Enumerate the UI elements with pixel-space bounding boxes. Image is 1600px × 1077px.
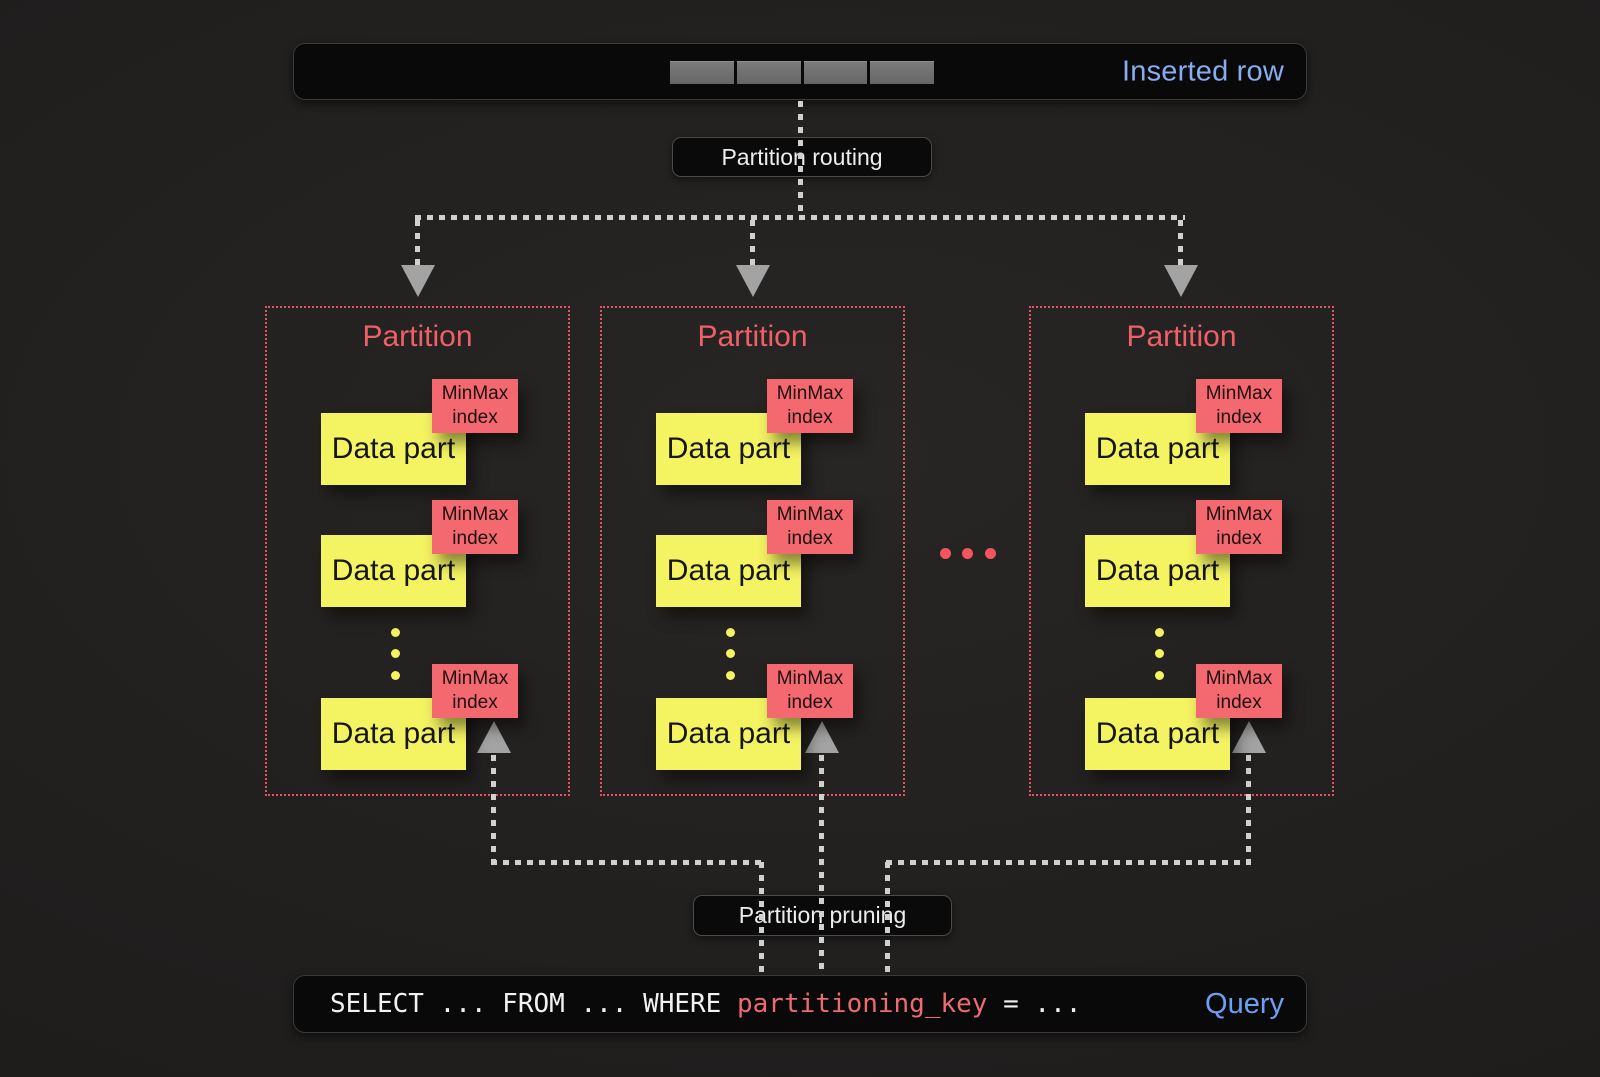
minmax-index-badge: MinMax index [767,379,853,433]
minmax-line1: MinMax [776,668,844,690]
minmax-line2: index [1216,692,1262,713]
partition-box-1: Partition Data part MinMax index Data pa… [265,306,570,796]
sql-select-clause: SELECT ... FROM ... WHERE [330,989,737,1019]
minmax-line2: index [787,528,833,549]
minmax-line1: MinMax [441,504,509,526]
dotted-connector [415,220,420,267]
minmax-index-badge: MinMax index [1196,379,1282,433]
partitions-ellipsis-dot [985,548,996,559]
minmax-line2: index [452,407,498,428]
arrow-up-icon [1232,721,1266,753]
inserted-row-bar: Inserted row [293,43,1307,100]
minmax-line2: index [1216,407,1262,428]
arrow-down-icon [401,265,435,297]
partitions-ellipsis-dot [940,548,951,559]
row-segment [803,61,868,84]
dotted-connector [885,862,890,975]
inserted-row-cells [670,61,934,84]
dotted-connector [491,860,764,865]
data-part-box: Data part [1085,535,1230,607]
row-segment [670,61,734,84]
vertical-ellipsis-dot [391,628,400,637]
arrow-down-icon [1164,265,1198,297]
partition-box-3: Partition Data part MinMax index Data pa… [1029,306,1334,796]
minmax-index-badge: MinMax index [767,500,853,554]
minmax-line1: MinMax [1205,668,1273,690]
arrow-up-icon [805,721,839,753]
query-label: Query [1205,987,1284,1020]
minmax-index-badge: MinMax index [432,500,518,554]
partitions-ellipsis-dot [962,548,973,559]
dotted-connector [1178,220,1183,267]
minmax-line2: index [787,692,833,713]
minmax-line1: MinMax [776,383,844,405]
dotted-connector [798,101,803,216]
sql-tail: = ... [987,989,1082,1019]
row-segment [736,61,801,84]
minmax-line2: index [1216,528,1262,549]
vertical-ellipsis-dot [391,649,400,658]
data-part-box: Data part [1085,413,1230,485]
dotted-connector [415,215,1185,220]
minmax-line2: index [452,528,498,549]
row-segment [870,61,934,84]
dotted-connector [759,862,764,975]
minmax-line1: MinMax [441,383,509,405]
dotted-connector [886,860,1251,865]
minmax-index-badge: MinMax index [432,379,518,433]
vertical-ellipsis-dot [1155,628,1164,637]
query-bar: SELECT ... FROM ... WHERE partitioning_k… [293,975,1307,1033]
arrow-up-icon [477,721,511,753]
minmax-index-badge: MinMax index [432,664,518,718]
vertical-ellipsis-dot [1155,671,1164,680]
dotted-connector [491,755,496,864]
vertical-ellipsis-dot [726,649,735,658]
sql-text: SELECT ... FROM ... WHERE partitioning_k… [330,989,1081,1019]
minmax-line1: MinMax [776,504,844,526]
dotted-connector [819,755,824,975]
minmax-line1: MinMax [1205,383,1273,405]
dotted-connector [1246,755,1251,864]
vertical-ellipsis-dot [1155,649,1164,658]
partition-title: Partition [697,320,808,353]
minmax-line1: MinMax [1205,504,1273,526]
partition-box-2: Partition Data part MinMax index Data pa… [600,306,905,796]
vertical-ellipsis-dot [391,671,400,680]
partition-title: Partition [1126,320,1237,353]
partition-title: Partition [362,320,473,353]
minmax-line2: index [787,407,833,428]
vertical-ellipsis-dot [726,671,735,680]
minmax-index-badge: MinMax index [767,664,853,718]
sql-partitioning-key: partitioning_key [737,989,988,1019]
minmax-line1: MinMax [441,668,509,690]
dotted-connector [750,220,755,267]
minmax-index-badge: MinMax index [1196,664,1282,718]
minmax-index-badge: MinMax index [1196,500,1282,554]
vertical-ellipsis-dot [726,628,735,637]
arrow-down-icon [736,265,770,297]
inserted-row-label: Inserted row [1122,55,1284,87]
minmax-line2: index [452,692,498,713]
